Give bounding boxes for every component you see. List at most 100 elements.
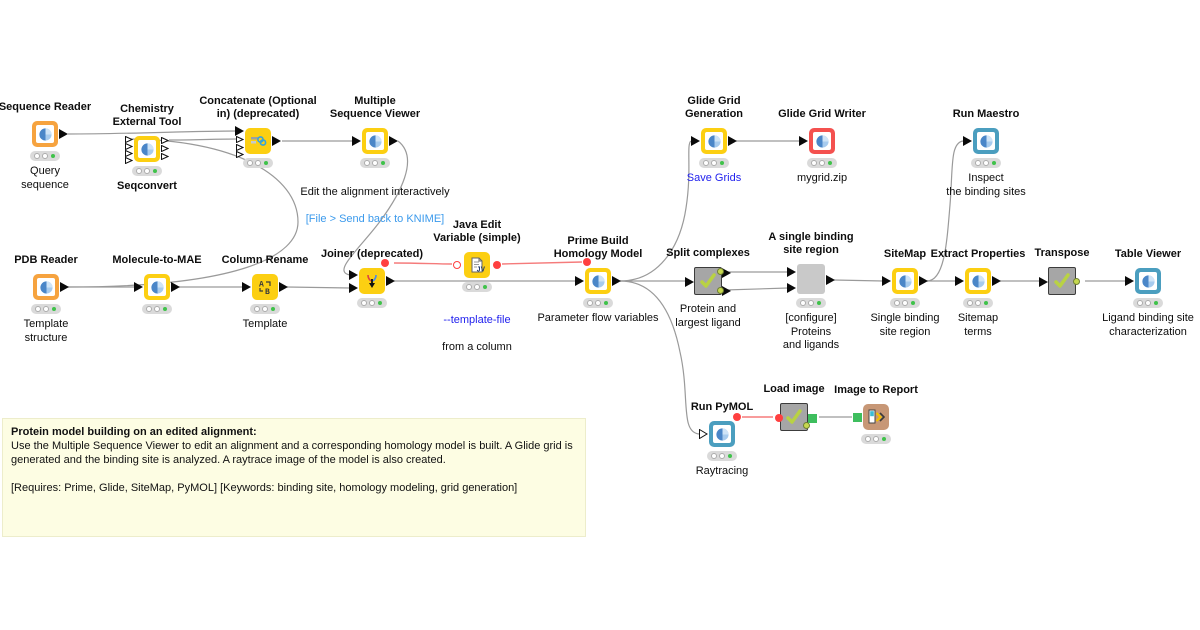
node-pdb-reader[interactable]: PDB Reader Template structure xyxy=(14,254,78,344)
connection[interactable] xyxy=(286,286,351,289)
image-input-port[interactable] xyxy=(853,412,862,422)
input-port[interactable] xyxy=(349,270,358,280)
node-table-viewer[interactable]: Table Viewer Ligand binding site charact… xyxy=(1102,248,1194,338)
node-multiple-sequence-viewer[interactable]: Multiple Sequence Viewer Edit the alignm… xyxy=(300,95,449,225)
optional-input-port[interactable] xyxy=(125,135,134,144)
optional-output-port[interactable] xyxy=(161,136,170,145)
node-body[interactable] xyxy=(963,128,999,154)
input-port[interactable] xyxy=(799,136,808,146)
node-body[interactable] xyxy=(955,268,1001,294)
node-body[interactable] xyxy=(799,128,835,154)
node-joiner-deprecated[interactable]: Joiner (deprecated) xyxy=(321,248,423,308)
flow-variable-input-port[interactable] xyxy=(453,261,461,269)
flow-variable-output-port[interactable] xyxy=(493,261,501,269)
input-port[interactable] xyxy=(575,276,584,286)
output-port[interactable] xyxy=(612,276,621,286)
node-java-edit-variable[interactable]: Java Edit Variable (simple) JV --templat… xyxy=(433,219,520,353)
node-single-binding-site-region[interactable]: A single binding site region [configure]… xyxy=(768,231,853,351)
input-port[interactable] xyxy=(134,282,143,292)
output-port[interactable] xyxy=(728,136,737,146)
output-port[interactable] xyxy=(279,282,288,292)
node-body[interactable] xyxy=(882,268,928,294)
optional-input-port[interactable] xyxy=(125,142,134,151)
input-port[interactable] xyxy=(955,276,964,286)
node-molecule-to-mae[interactable]: Molecule-to-MAE xyxy=(112,254,202,314)
node-image-to-report[interactable]: Image to Report xyxy=(834,384,918,444)
flow-variable-connection[interactable] xyxy=(393,262,453,265)
node-extract-properties[interactable]: Extract Properties Sitemap terms xyxy=(931,248,1026,338)
node-sequence-reader[interactable]: Sequence Reader Query sequence xyxy=(0,101,91,191)
connection[interactable] xyxy=(66,138,299,288)
node-body[interactable] xyxy=(787,264,835,294)
optional-input-port[interactable] xyxy=(236,143,245,151)
connection[interactable] xyxy=(67,130,238,135)
connection[interactable] xyxy=(926,140,964,282)
node-body[interactable] xyxy=(685,267,731,296)
optional-input-port[interactable] xyxy=(125,149,134,158)
optional-output-port[interactable] xyxy=(161,152,170,161)
node-chemistry-external-tool[interactable]: Chemistry External Tool Seqconvert xyxy=(113,103,182,192)
connection[interactable] xyxy=(168,138,238,141)
output-port[interactable] xyxy=(919,276,928,286)
node-body[interactable] xyxy=(775,403,817,431)
node-run-pymol[interactable]: Run PyMOL Raytracing xyxy=(691,401,753,477)
output-port[interactable] xyxy=(992,276,1001,286)
input-port[interactable] xyxy=(787,267,796,277)
optional-input-port[interactable] xyxy=(699,428,708,440)
optional-output-port[interactable] xyxy=(161,144,170,153)
output-port[interactable] xyxy=(59,129,68,139)
workflow-annotation[interactable]: Protein model building on an edited alig… xyxy=(2,418,586,537)
node-body[interactable] xyxy=(134,274,180,300)
output-port[interactable] xyxy=(60,282,69,292)
flow-variable-connection[interactable] xyxy=(501,261,583,265)
output-port[interactable] xyxy=(386,276,395,286)
input-port[interactable] xyxy=(882,276,891,286)
input-port[interactable] xyxy=(1039,277,1048,287)
connection[interactable] xyxy=(619,280,700,435)
output-port[interactable] xyxy=(272,136,281,146)
input-port[interactable] xyxy=(787,283,796,293)
flow-variable-output-port[interactable] xyxy=(381,259,389,267)
node-body[interactable] xyxy=(125,135,170,165)
output-port[interactable] xyxy=(826,275,835,285)
node-body[interactable] xyxy=(349,259,395,294)
node-split-complexes[interactable]: Split complexes Protein and largest liga… xyxy=(666,247,750,329)
output-port[interactable] xyxy=(722,286,731,296)
node-load-image[interactable]: Load image xyxy=(763,383,825,431)
node-concatenate[interactable]: Concatenate (Optional in) (deprecated) xyxy=(199,95,317,168)
input-port[interactable] xyxy=(349,283,358,293)
optional-input-port[interactable] xyxy=(236,135,245,143)
node-run-maestro[interactable]: Run Maestro Inspect the binding sites xyxy=(946,108,1026,198)
node-body[interactable] xyxy=(699,413,741,447)
input-port[interactable] xyxy=(691,136,700,146)
node-sitemap[interactable]: SiteMap Single binding site region xyxy=(870,248,939,338)
node-body[interactable] xyxy=(235,126,281,158)
input-port[interactable] xyxy=(685,277,694,287)
input-port[interactable] xyxy=(963,136,972,146)
output-port[interactable] xyxy=(722,268,731,278)
node-transpose[interactable]: Transpose xyxy=(1034,247,1090,295)
image-output-port[interactable] xyxy=(808,413,817,423)
node-glide-grid-generation[interactable]: Glide Grid Generation Save Grids xyxy=(685,95,743,184)
node-body[interactable] xyxy=(33,274,69,300)
optional-input-port[interactable] xyxy=(236,150,245,158)
connection[interactable] xyxy=(619,140,692,282)
optional-input-port[interactable] xyxy=(125,156,134,165)
output-port[interactable] xyxy=(389,136,398,146)
flow-variable-output-port[interactable] xyxy=(733,413,741,421)
node-body[interactable] xyxy=(32,121,68,147)
connection[interactable] xyxy=(343,140,409,276)
flow-variable-input-port[interactable] xyxy=(583,258,591,266)
connection[interactable] xyxy=(724,287,789,291)
node-body[interactable] xyxy=(1039,267,1080,295)
node-body[interactable] xyxy=(691,128,737,154)
input-port[interactable] xyxy=(235,126,244,136)
flow-variable-input-port[interactable] xyxy=(775,414,783,422)
node-body[interactable] xyxy=(352,128,398,154)
node-body[interactable]: JV xyxy=(453,252,501,278)
node-body[interactable] xyxy=(853,404,889,430)
input-port[interactable] xyxy=(242,282,251,292)
